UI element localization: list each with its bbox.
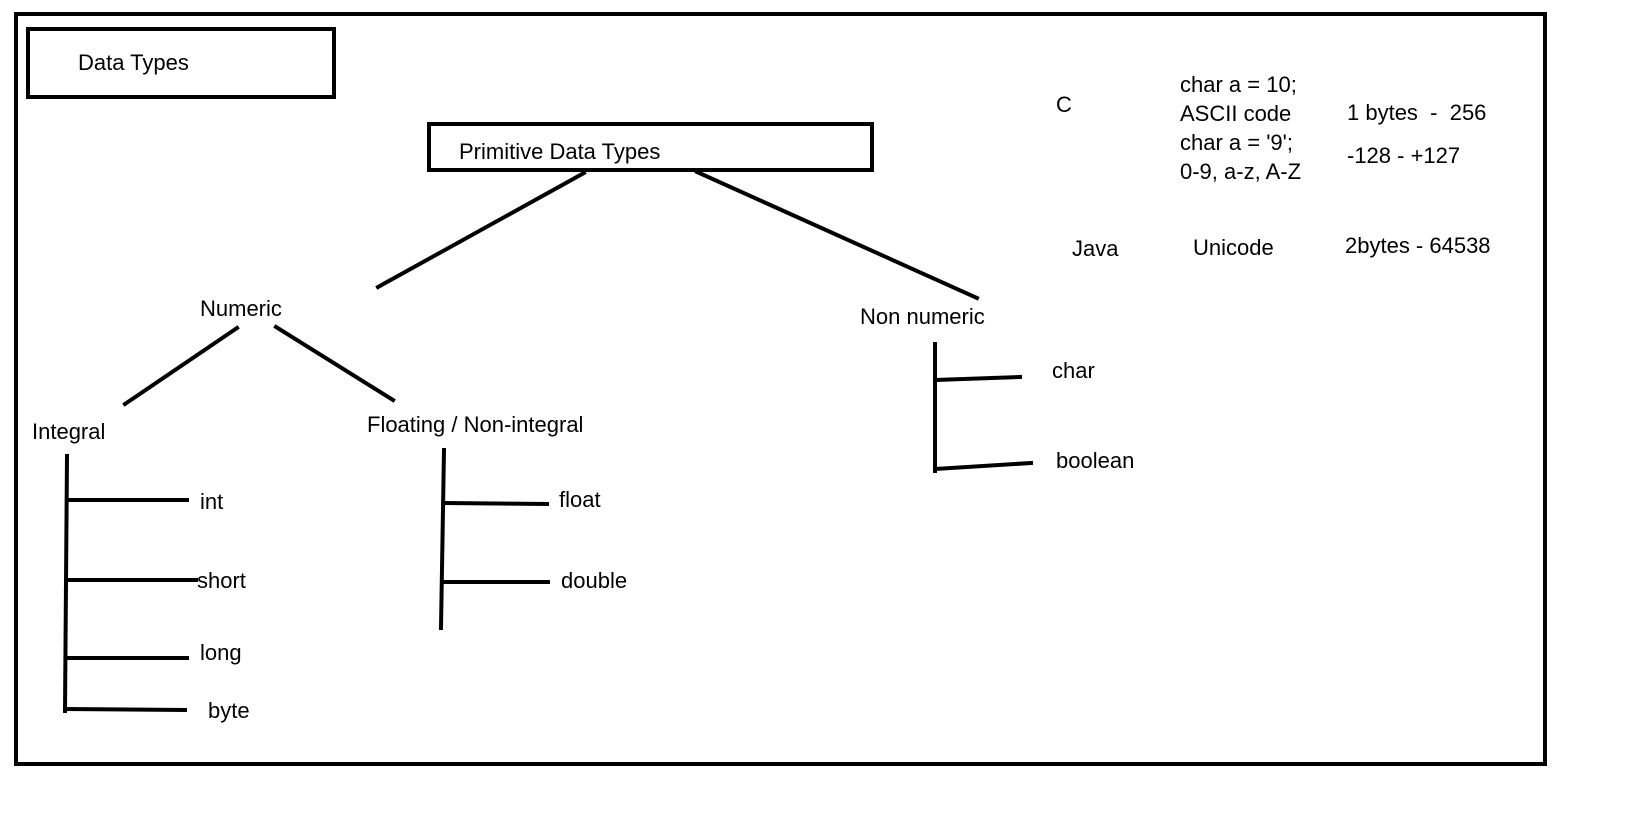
item-long: long [200, 640, 242, 665]
nonnumeric-label: Non numeric [860, 304, 985, 329]
branch-boolean [932, 460, 1034, 472]
diagram-title: Data Types [78, 50, 189, 75]
item-int: int [200, 489, 224, 514]
outer-frame [14, 12, 1547, 766]
branch-float [441, 500, 550, 507]
title-box: Data Types [26, 27, 336, 99]
branch-char [932, 374, 1023, 383]
item-char: char [1052, 358, 1095, 383]
numeric-label: Numeric [200, 296, 282, 321]
note-c-line-3: char a = '9'; [1180, 130, 1293, 155]
edge-numeric-integral [122, 325, 240, 407]
note-c-line-4: 0-9, a-z, A-Z [1180, 159, 1302, 184]
item-float: float [559, 487, 601, 512]
item-boolean: boolean [1056, 448, 1135, 473]
note-c-size: 1 bytes - 256 [1347, 100, 1487, 125]
integral-trunk [62, 453, 70, 714]
note-c-range: -128 - +127 [1347, 143, 1461, 168]
root-box: Primitive Data Types [427, 122, 874, 172]
note-java-lang: Java [1072, 236, 1119, 261]
note-c-lang: C [1056, 92, 1072, 117]
note-java-size: 2bytes - 64538 [1345, 233, 1491, 258]
root-label: Primitive Data Types [459, 139, 661, 164]
floating-label: Floating / Non-integral [367, 412, 584, 437]
item-byte: byte [208, 698, 250, 723]
edge-root-numeric [375, 170, 587, 290]
floating-trunk [438, 447, 447, 631]
note-c-line-2: ASCII code [1180, 101, 1292, 126]
integral-label: Integral [32, 419, 106, 444]
edge-numeric-floating [273, 324, 396, 403]
note-c-line-1: char a = 10; [1180, 72, 1297, 97]
branch-byte [62, 706, 188, 713]
edge-root-nonnumeric [694, 169, 980, 301]
item-short: short [197, 568, 246, 593]
note-java-encoding: Unicode [1193, 235, 1274, 260]
item-double: double [561, 568, 628, 593]
